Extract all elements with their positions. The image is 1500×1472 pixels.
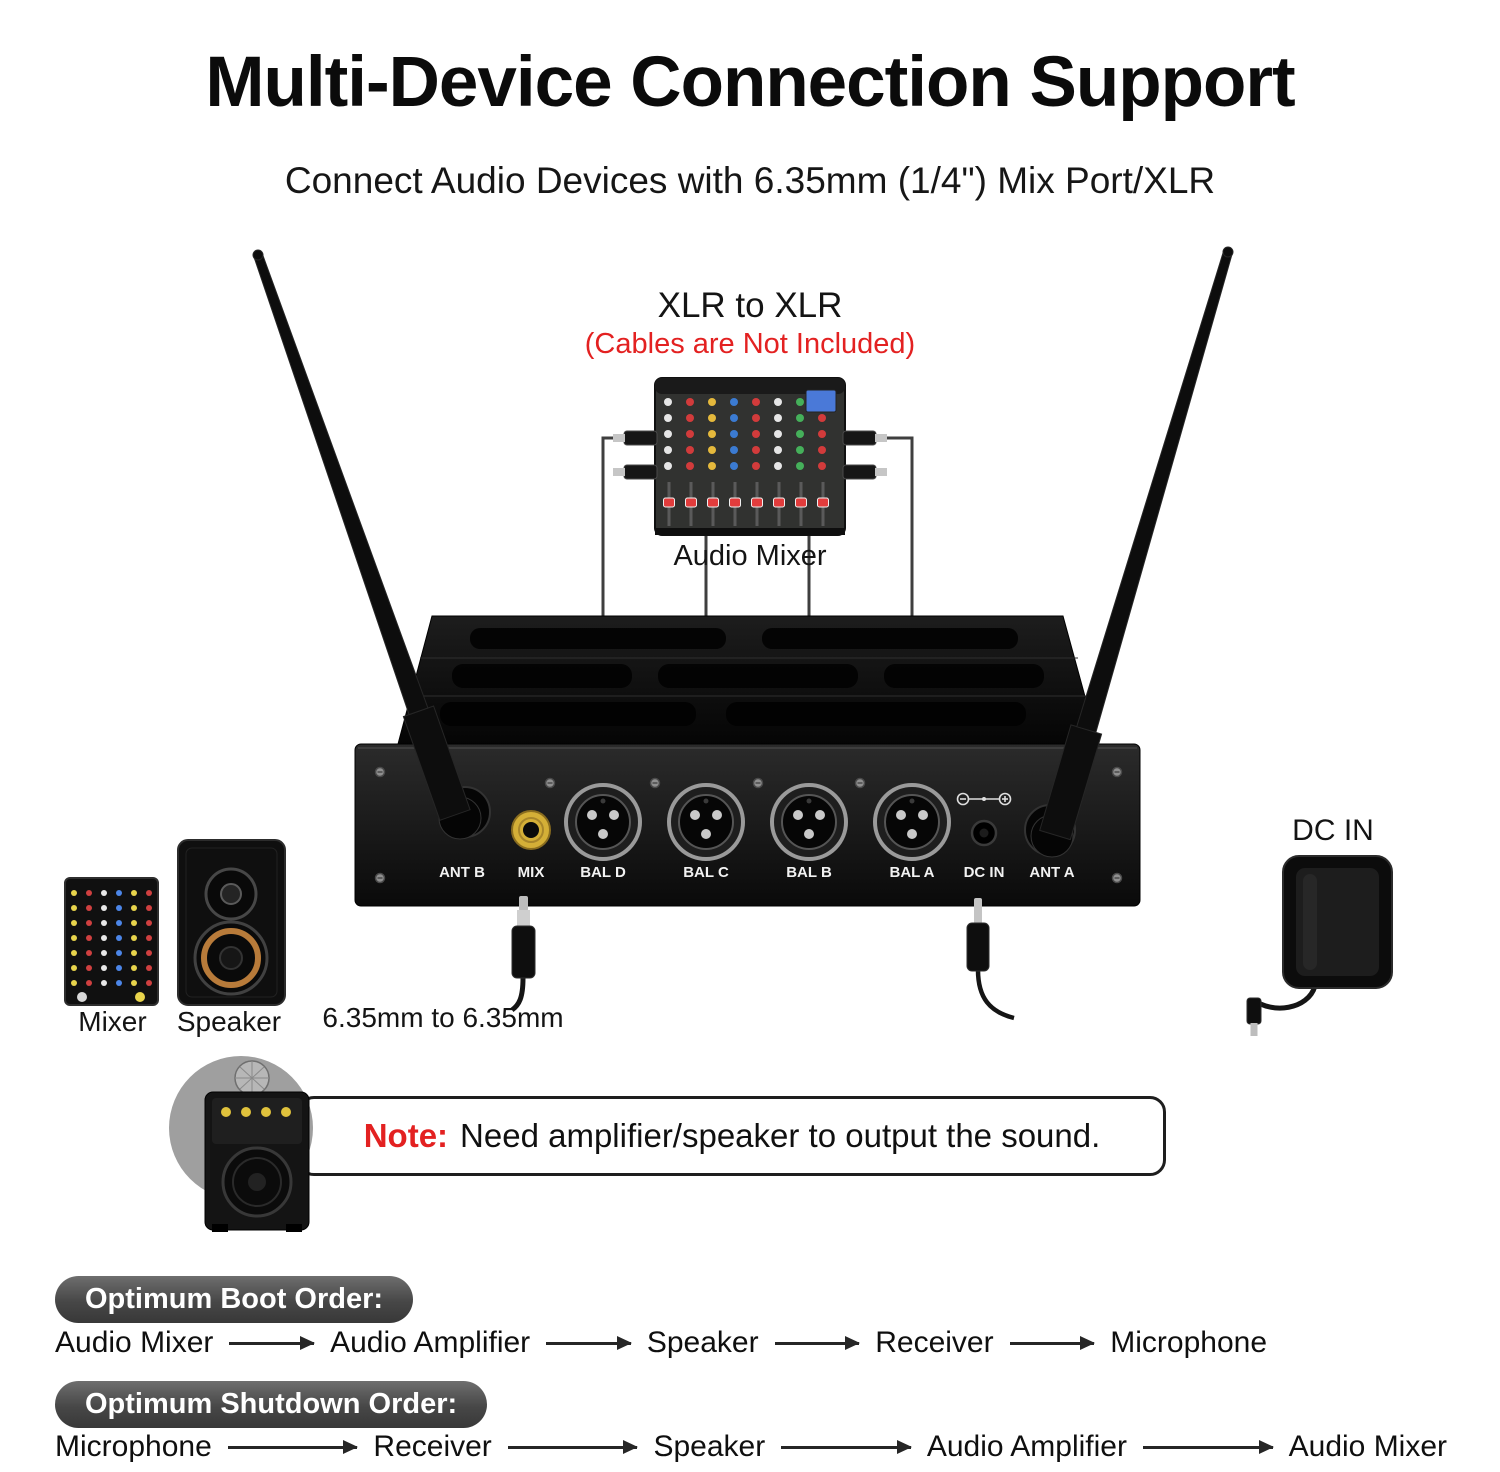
boot-step-2: Audio Amplifier: [330, 1326, 531, 1359]
pa-speaker-badge: [169, 1056, 313, 1232]
right-arrow-icon: [774, 1335, 860, 1350]
quarter-inch-plug: [510, 896, 536, 1013]
bal-c-port: [667, 783, 745, 861]
mixer-device: [64, 877, 159, 1006]
right-arrow-icon: [507, 1439, 639, 1454]
shutdown-step-4: Audio Amplifier: [926, 1430, 1127, 1463]
note-prefix: Note:: [363, 1117, 449, 1154]
shutdown-step-3: Speaker: [653, 1430, 766, 1463]
port-label-bal-a: BAL A: [890, 864, 935, 881]
speaker-label: Speaker: [176, 1006, 282, 1037]
pa-speaker-device: [204, 1060, 310, 1232]
shutdown-order-row: Microphone Receiver Speaker Audio Amplif…: [55, 1430, 1447, 1464]
xlr-cable-title: XLR to XLR: [657, 286, 843, 325]
page-title: Multi-Device Connection Support: [205, 43, 1295, 122]
dc-in-port: [970, 819, 998, 847]
quarter-inch-cable-label: 6.35mm to 6.35mm: [322, 1002, 564, 1033]
right-arrow-icon: [546, 1335, 632, 1350]
mixer-display: [805, 389, 837, 413]
dc-in-label: DC IN: [1292, 814, 1374, 847]
audio-mixer-device: [654, 377, 846, 536]
port-label-bal-c: BAL C: [683, 864, 729, 881]
mixer-label: Mixer: [78, 1006, 147, 1037]
audio-mixer-caption: Audio Mixer: [673, 540, 827, 572]
right-antenna: [1030, 246, 1234, 858]
dc-plug: [966, 898, 1015, 1021]
note-bar: Note: Need amplifier/speaker to output t…: [298, 1096, 1166, 1176]
xlr-plugs: [613, 430, 887, 480]
boot-step-4: Receiver: [875, 1326, 994, 1359]
port-label-bal-d: BAL D: [580, 864, 626, 881]
boot-step-5: Microphone: [1110, 1326, 1268, 1359]
port-label-mix: MIX: [518, 864, 545, 881]
shutdown-order-badge: Optimum Shutdown Order:: [55, 1381, 488, 1428]
right-arrow-icon: [229, 1335, 315, 1350]
right-arrow-icon: [1009, 1335, 1095, 1350]
boot-step-3: Speaker: [646, 1326, 759, 1359]
boot-step-1: Audio Mixer: [55, 1326, 214, 1359]
right-arrow-icon: [1142, 1439, 1274, 1454]
boot-order-row: Audio Mixer Audio Amplifier Speaker Rece…: [55, 1326, 1267, 1360]
port-label-ant-a: ANT A: [1029, 864, 1074, 881]
shutdown-step-2: Receiver: [373, 1430, 492, 1463]
port-labels: ANT B MIX BAL D BAL C BAL B BAL A DC IN …: [439, 864, 1075, 881]
port-label-dc-in: DC IN: [964, 864, 1005, 881]
note-text: Need amplifier/speaker to output the sou…: [460, 1117, 1101, 1154]
mix-port: [511, 810, 551, 850]
bal-a-port: [873, 783, 951, 861]
right-arrow-icon: [781, 1439, 912, 1454]
receiver-device: ANT B MIX BAL D BAL C BAL B BAL A DC IN …: [354, 615, 1141, 907]
port-label-ant-b: ANT B: [439, 864, 485, 881]
port-label-bal-b: BAL B: [786, 864, 832, 881]
page-subtitle: Connect Audio Devices with 6.35mm (1/4")…: [284, 160, 1216, 201]
speaker-device: [177, 839, 286, 1006]
dc-polarity-icon: [956, 792, 1012, 806]
left-antenna: [252, 249, 482, 840]
bal-b-port: [770, 783, 848, 861]
shutdown-step-1: Microphone: [55, 1430, 212, 1463]
boot-order-badge: Optimum Boot Order:: [55, 1276, 414, 1323]
power-adapter: [1246, 855, 1393, 1036]
bal-d-port: [564, 783, 642, 861]
cables-not-included-note: (Cables are Not Included): [584, 328, 916, 360]
shutdown-step-5: Audio Mixer: [1288, 1430, 1448, 1463]
right-arrow-icon: [227, 1439, 359, 1454]
